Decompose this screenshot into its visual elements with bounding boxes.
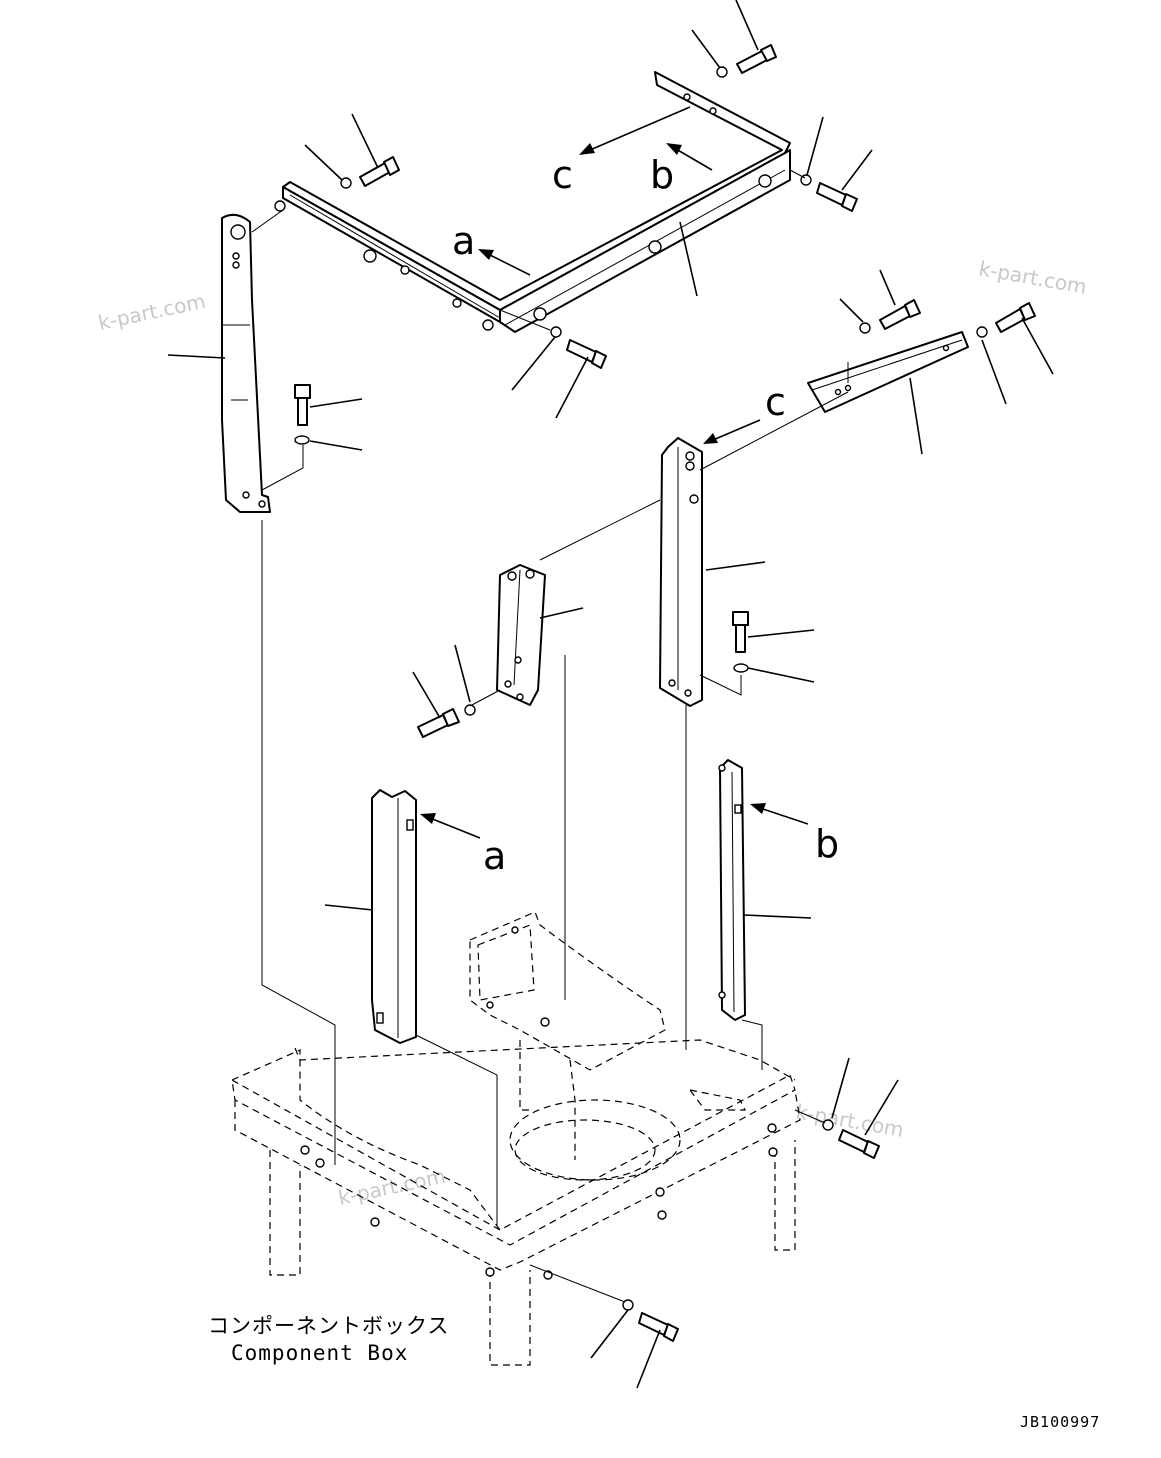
component-box-frame — [231, 911, 801, 1366]
reference-arrows — [420, 106, 809, 839]
label-c-middle: c — [765, 380, 786, 424]
drawing-code: JB100997 — [1020, 1413, 1100, 1431]
label-c-upper: c — [552, 153, 573, 197]
bolt-washer-set-channel — [732, 611, 749, 673]
bolt-washer-set-short-bracket — [417, 704, 476, 738]
bolt-washer-set-box-right — [822, 1119, 880, 1159]
short-upright-bracket — [496, 564, 546, 706]
bolt-washer-set-plate-right — [976, 302, 1036, 338]
callout-labels: a b c c a b — [452, 153, 839, 878]
bolt-washer-set-frame-right — [800, 174, 858, 212]
label-a-upper: a — [452, 219, 475, 263]
watermark-lower-left: k-part.com — [336, 1164, 448, 1210]
watermark-left: k-part.com — [96, 289, 208, 335]
label-a-lower: a — [483, 834, 506, 878]
top-frame-bracket — [274, 71, 791, 333]
watermark-top-right: k-part.com — [977, 256, 1088, 299]
lower-left-channel — [371, 789, 417, 1044]
caption-english: Component Box — [231, 1341, 408, 1365]
bolt-washer-set-box-front — [622, 1299, 679, 1342]
lower-right-strap — [718, 759, 746, 1021]
bolt-washer-set-left-strap — [294, 384, 311, 445]
tall-upright-channel — [659, 437, 703, 707]
bolt-washer-set-frame-front — [550, 326, 607, 369]
bolt-washer-set-plate-left — [859, 299, 921, 334]
left-tall-strap — [221, 213, 271, 513]
caption-japanese: コンポーネントボックス — [208, 1314, 449, 1338]
bolt-washer-set-top-right — [716, 44, 777, 78]
leader-lines — [167, 0, 1054, 1389]
label-b-upper: b — [650, 153, 674, 197]
label-b-lower: b — [815, 822, 839, 866]
bolt-washer-set-top-left — [340, 156, 400, 189]
assembly-guide-lines — [251, 169, 849, 1303]
